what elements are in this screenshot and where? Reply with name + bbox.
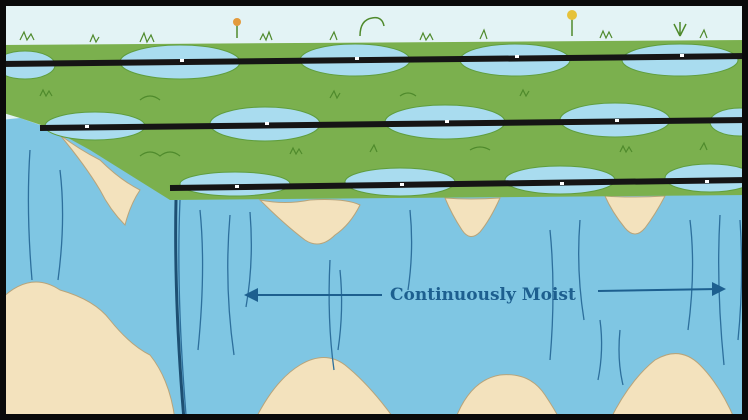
continuously-moist-label: Continuously Moist [390, 285, 576, 305]
